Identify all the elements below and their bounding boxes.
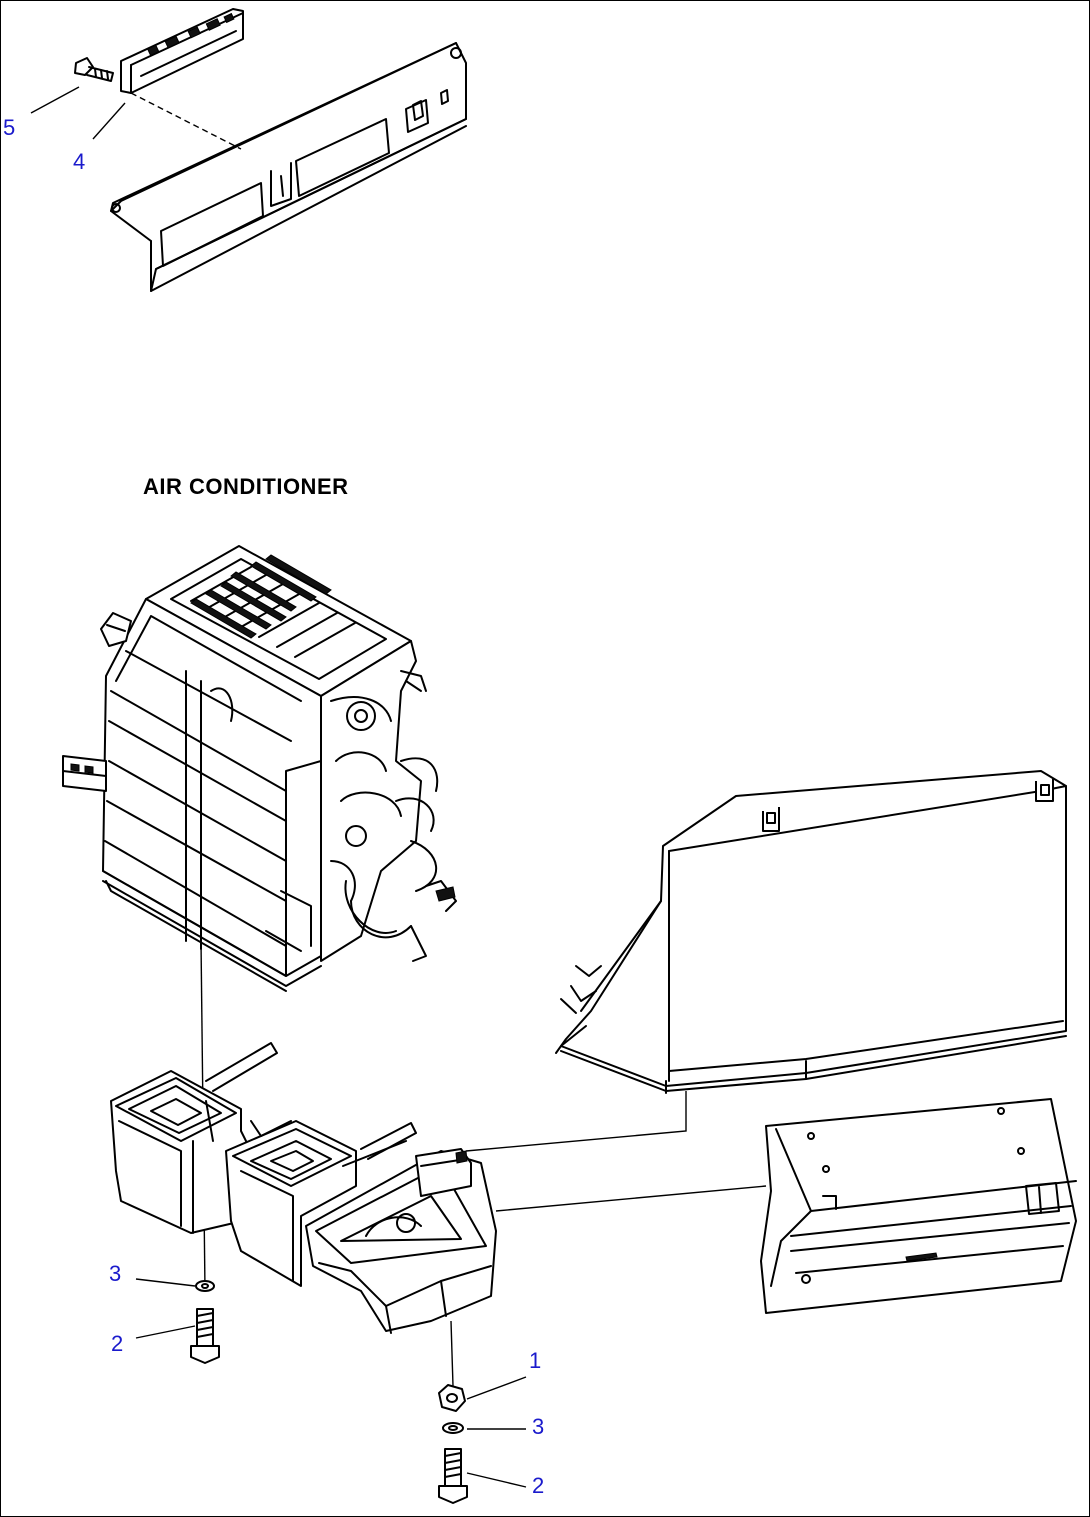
callout-1: 1 xyxy=(529,1348,542,1373)
callout-3-left: 3 xyxy=(109,1261,122,1286)
lower-cover xyxy=(760,1098,1077,1314)
leader-line-1 xyxy=(466,1376,527,1400)
leader-line-2-center xyxy=(466,1472,527,1488)
leader-line-5 xyxy=(30,86,80,114)
duct-cover xyxy=(555,770,1067,1094)
assembly-title: AIR CONDITIONER xyxy=(143,474,349,499)
leader-line-2-left xyxy=(135,1325,196,1339)
assembly-line-cover xyxy=(495,1185,767,1212)
callout-4: 4 xyxy=(73,149,86,174)
washer-part-3-left xyxy=(195,1280,215,1292)
air-conditioner-unit xyxy=(62,545,457,992)
callout-3-center: 3 xyxy=(532,1414,545,1439)
callout-2-center: 2 xyxy=(532,1473,545,1498)
air-conditioner-control-unit xyxy=(120,8,244,150)
bolt-part-2-center xyxy=(438,1448,468,1504)
alignment-line-center xyxy=(450,1320,454,1387)
assembly-line-duct xyxy=(465,1091,687,1152)
leader-line-3-left xyxy=(135,1278,196,1287)
callout-5: 5 xyxy=(3,115,16,140)
washer-part-3-center xyxy=(442,1422,464,1434)
control-panel-bracket xyxy=(110,42,467,292)
callout-2-left: 2 xyxy=(111,1331,124,1356)
blower-unit xyxy=(110,1042,497,1334)
nut-part-1 xyxy=(438,1384,466,1412)
leader-line-4 xyxy=(92,102,126,140)
bolt-part-2-left xyxy=(190,1308,220,1364)
screw-part-5 xyxy=(74,57,114,82)
